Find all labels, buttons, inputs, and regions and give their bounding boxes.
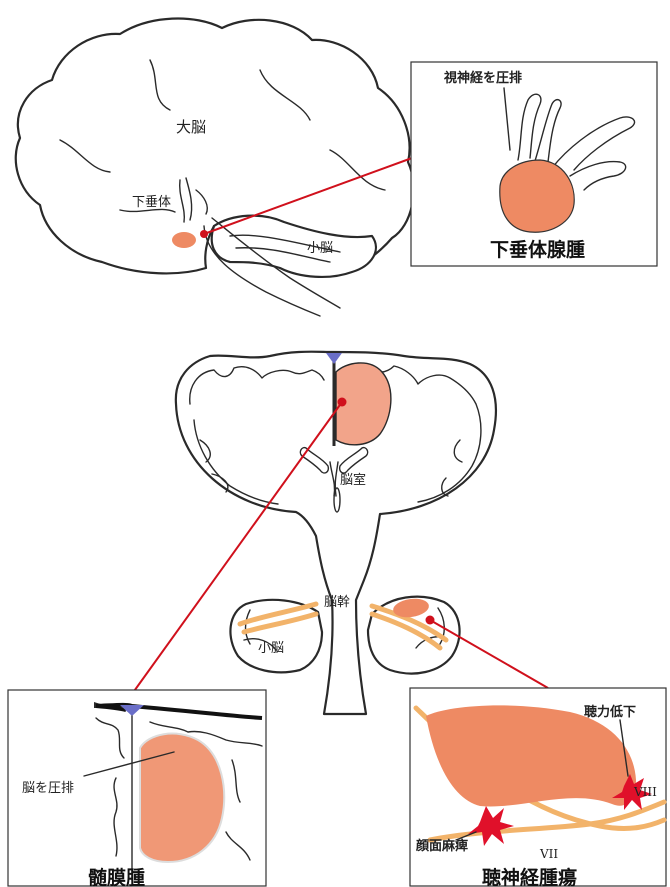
pituitary-tumor xyxy=(172,232,196,248)
pituitary-adenoma xyxy=(500,160,574,232)
left-cerebellum xyxy=(230,600,322,672)
meningioma-tumor-inset xyxy=(140,734,224,862)
coronal-brain: 脳室 脳幹 小脳 xyxy=(132,352,548,714)
acoustic-neuroma-title: 聴神経腫瘍 xyxy=(482,866,577,887)
meningioma-inset: 脳を圧排 髄膜腫 xyxy=(8,690,266,887)
optic-nerve-compress-label: 視神経を圧排 xyxy=(443,70,522,86)
brainstem-label: 脳幹 xyxy=(324,594,350,610)
cerebellum-label-sagittal: 小脳 xyxy=(307,241,333,256)
pituitary-adenoma-title: 下垂体腺腫 xyxy=(490,238,585,261)
brain-compress-label: 脳を圧排 xyxy=(22,781,74,796)
cerebellum-label-coronal: 小脳 xyxy=(258,641,284,656)
leader-dot-pituitary xyxy=(200,230,208,238)
sagittal-brain: 大脳 下垂体 小脳 xyxy=(16,18,414,316)
leader-dot-acoustic xyxy=(426,616,435,625)
ventricle-label: 脳室 xyxy=(340,472,366,488)
nerve-vii-label: VII xyxy=(539,847,558,861)
facial-palsy-label: 顔面麻痺 xyxy=(415,838,468,854)
pituitary-inset: 視神経を圧排 下垂体腺腫 xyxy=(411,62,657,266)
cerebrum-label: 大脳 xyxy=(176,118,206,136)
hearing-loss-label: 聴力低下 xyxy=(584,704,636,720)
leader-dot-meningioma xyxy=(338,398,347,407)
nerve-viii-label: VIII xyxy=(633,785,657,799)
meningioma-title: 髄膜腫 xyxy=(88,866,145,887)
pituitary-label: 下垂体 xyxy=(132,195,171,210)
acoustic-inset: 聴力低下 顔面麻痺 VIII VII 聴神経腫瘍 xyxy=(410,688,666,887)
